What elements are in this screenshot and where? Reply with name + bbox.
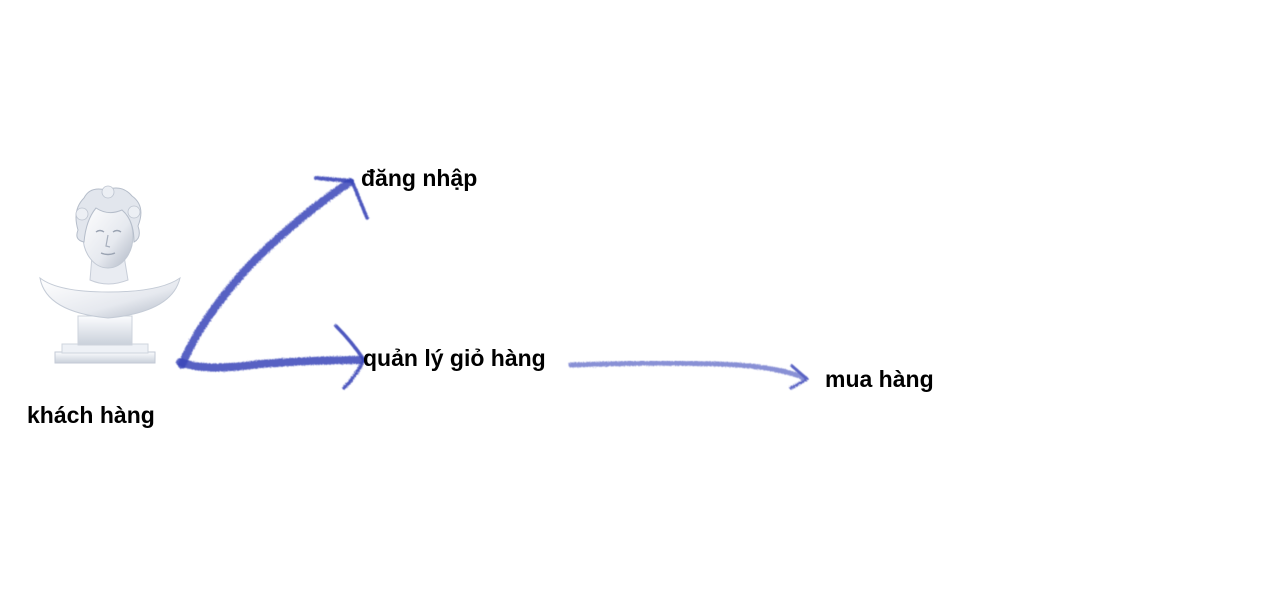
arrow-to-buy: [568, 360, 809, 390]
use-case-cart-label: quản lý giỏ hàng: [363, 345, 546, 371]
use-case-login-label: đăng nhập: [361, 165, 478, 191]
use-case-buy-label: mua hàng: [825, 366, 934, 392]
arrow-to-cart: [176, 324, 366, 390]
arrow-to-login: [178, 176, 369, 369]
actor-label: khách hàng: [27, 402, 155, 428]
customer-bust-icon: [39, 185, 181, 364]
